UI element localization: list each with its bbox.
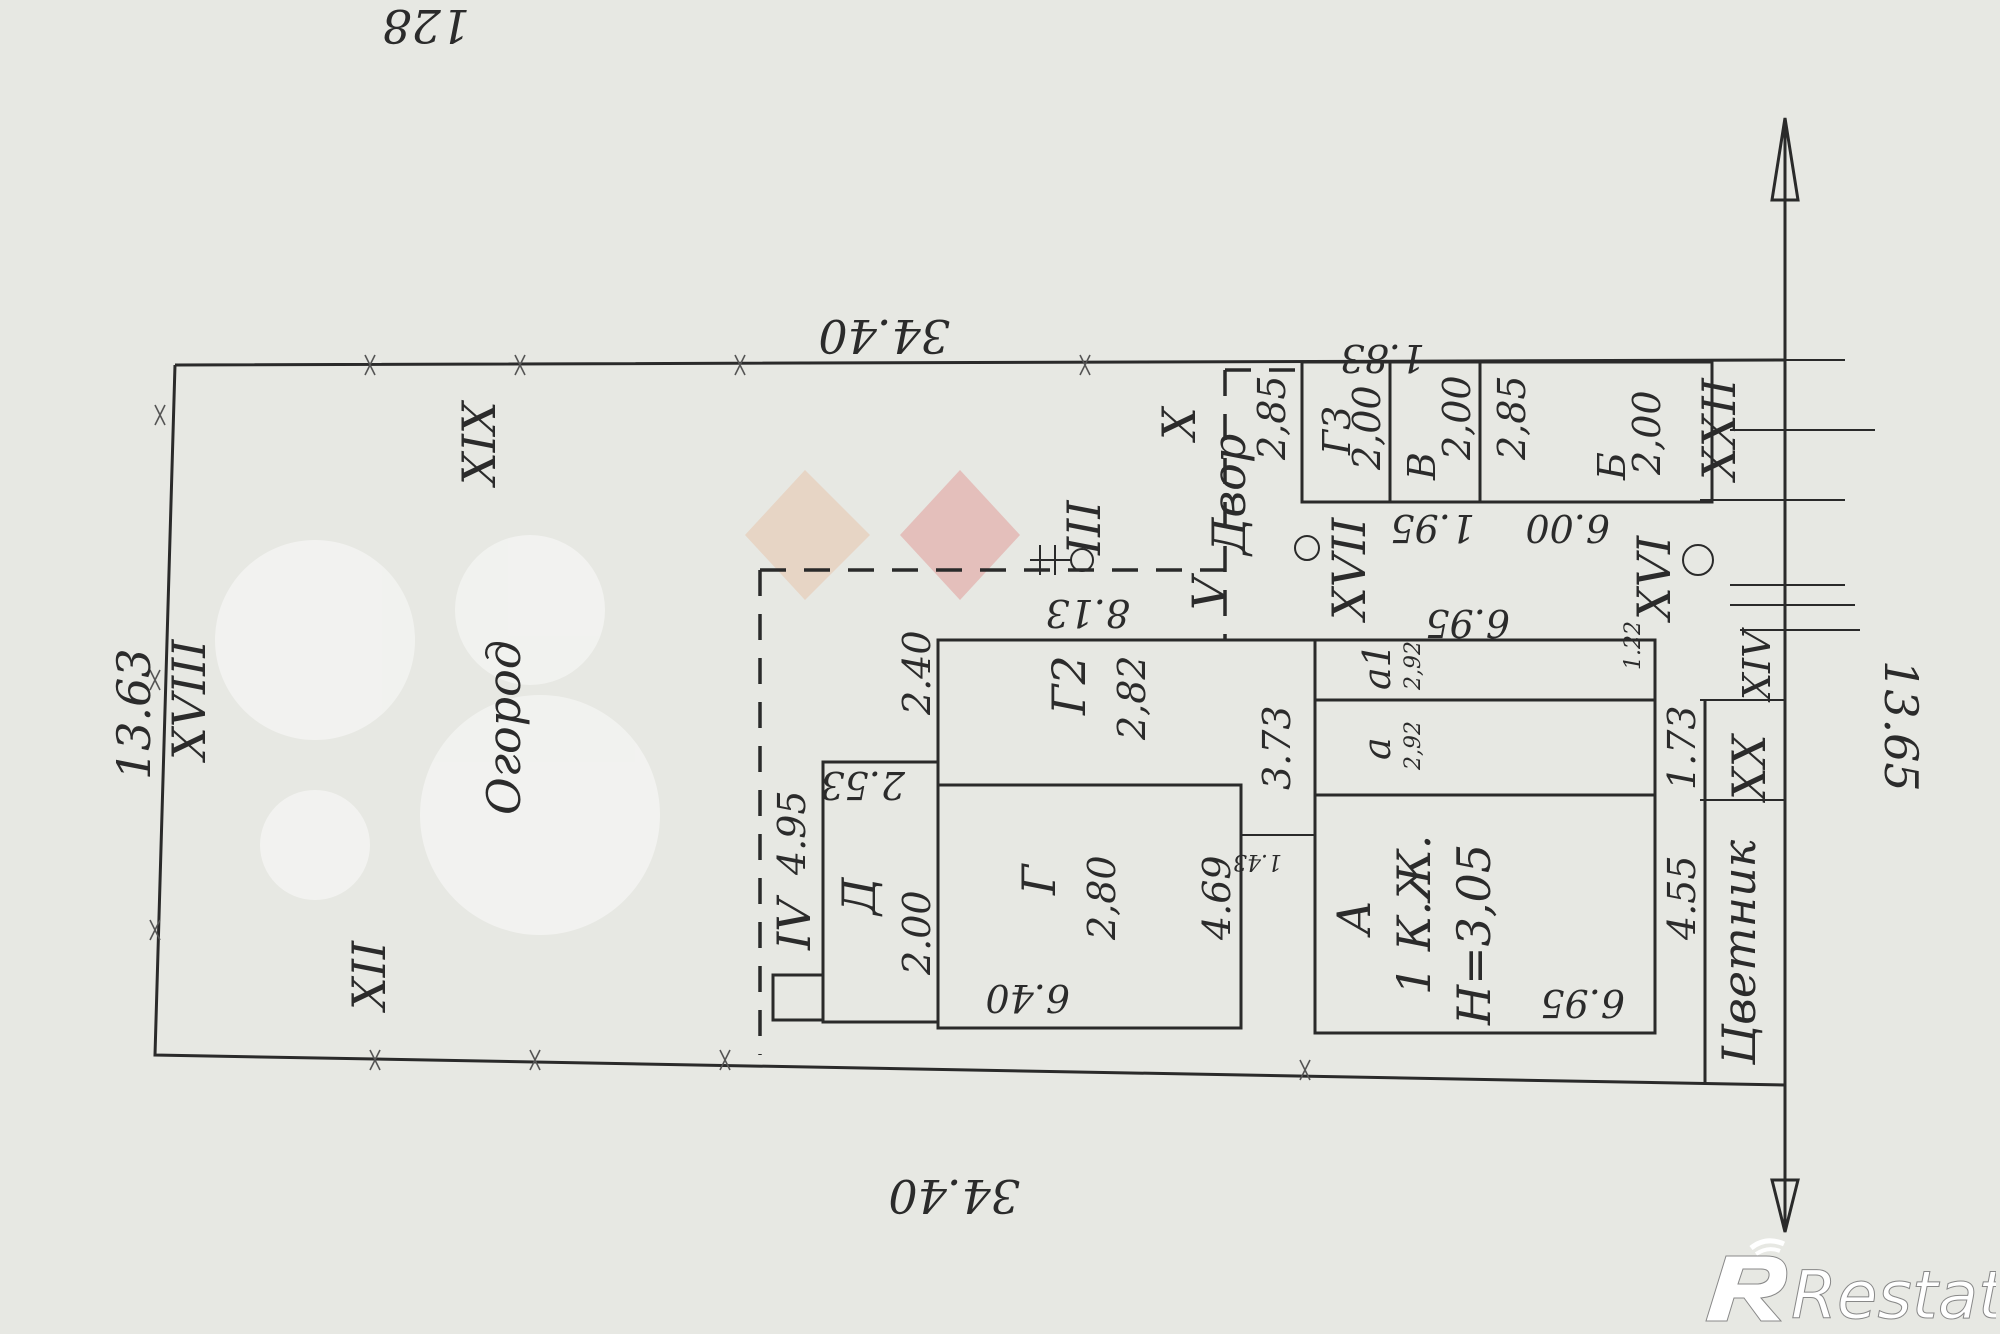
marker-iii: III: [1057, 500, 1111, 556]
room-gamma-label: Г: [1012, 863, 1066, 896]
gap-small-dim: 1.43: [1233, 849, 1282, 874]
main-length: 6.95: [1425, 601, 1510, 645]
room-d-label: Д: [832, 876, 886, 917]
room-gamma: [936, 783, 1243, 1030]
marker-xiv: XIV: [1735, 627, 1779, 703]
marker-xx: XX: [1722, 732, 1776, 803]
fence-ticks: [149, 354, 1311, 1081]
north-arrow: [1770, 117, 1800, 1233]
room-a-small-height: 2,92: [1401, 721, 1426, 771]
flower-bed-label: Цветник: [1712, 839, 1766, 1066]
main-length-bottom: 6.95: [1540, 981, 1625, 1025]
well-icon: [1030, 545, 1094, 575]
street-lines: [1700, 359, 1875, 801]
marker-xvii: XVII: [1322, 517, 1376, 623]
room-d-width: 4.95: [770, 790, 814, 876]
room-gamma-height: 2,80: [1080, 855, 1124, 941]
porch: [771, 973, 825, 1022]
room-v-height: 2,00: [1435, 375, 1479, 461]
room-b-label: Б: [1590, 452, 1634, 481]
room-a-label: А: [1327, 900, 1381, 938]
marker-xii: XII: [342, 940, 396, 1013]
garden-label: Огород: [477, 640, 531, 815]
restate-logo-text: Restate: [1791, 1257, 1996, 1326]
room-g3-height: 2,00: [1345, 385, 1389, 471]
yard-boundary: [758, 368, 1305, 1055]
room-gamma-length: 6.40: [985, 976, 1070, 1020]
hydrant-icon-2: [1682, 544, 1714, 576]
yard-label: Двор: [1202, 434, 1256, 557]
dim-bottom: 34.40: [888, 1169, 1020, 1223]
dim-top-fragment: 128: [382, 0, 470, 53]
marker-iv: IV: [767, 894, 821, 951]
room-a-small-label: а: [1355, 737, 1399, 760]
shed-width: 1.95: [1390, 506, 1475, 550]
shed-length: 6.00: [1525, 506, 1610, 550]
room-gamma-width: 4.69: [1195, 855, 1239, 941]
gap-dim: 3.73: [1255, 705, 1299, 790]
room-v-label: В: [1400, 452, 1444, 481]
dim-left: 13.63: [107, 648, 161, 780]
room-gamma2-height: 2,82: [1110, 655, 1154, 741]
watermark-circles: [215, 535, 660, 935]
room-gamma2-width: 2.40: [895, 630, 939, 716]
room-gamma2-length: 8.13: [1045, 591, 1130, 635]
main-width-3: 1.22: [1621, 621, 1646, 670]
marker-xvi: XVI: [1627, 535, 1681, 623]
room-a1-label: а1: [1355, 643, 1399, 690]
room-gamma2-label: Г2: [1042, 655, 1096, 716]
room-b-width: 2,85: [1490, 375, 1534, 461]
main-desc: 1 К.Ж.: [1387, 835, 1441, 995]
shed-top: 1.83: [1340, 336, 1425, 380]
hydrant-icon: [1294, 535, 1320, 561]
marker-xviii: XVIII: [162, 639, 216, 763]
main-house: [1313, 638, 1657, 1035]
main-width-2: 1.73: [1660, 705, 1704, 790]
restate-logo: Restate: [1705, 1238, 1996, 1326]
room-g3-width: 2,85: [1250, 375, 1294, 461]
room-d-top: 2.53: [820, 763, 906, 807]
main-width: 4.55: [1660, 855, 1704, 941]
dim-right: 13.65: [1874, 660, 1928, 792]
watermark-diamond: [745, 470, 1020, 600]
marker-xxii: XXII: [1692, 377, 1746, 483]
sheds: [1300, 360, 1714, 504]
marker-v: V: [1182, 572, 1236, 610]
room-g3-label: Г3: [1315, 406, 1359, 456]
marker-xix: XIX: [452, 399, 506, 488]
marker-x: X: [1152, 405, 1206, 443]
room-d-depth: 2.00: [895, 890, 939, 976]
dim-top: 34.40: [818, 309, 950, 363]
plot-outline: [153, 358, 1786, 1087]
room-a1-height: 2,92: [1401, 641, 1426, 691]
main-height: Н=3,05: [1447, 844, 1501, 1026]
room-b-height: 2,00: [1625, 390, 1669, 476]
